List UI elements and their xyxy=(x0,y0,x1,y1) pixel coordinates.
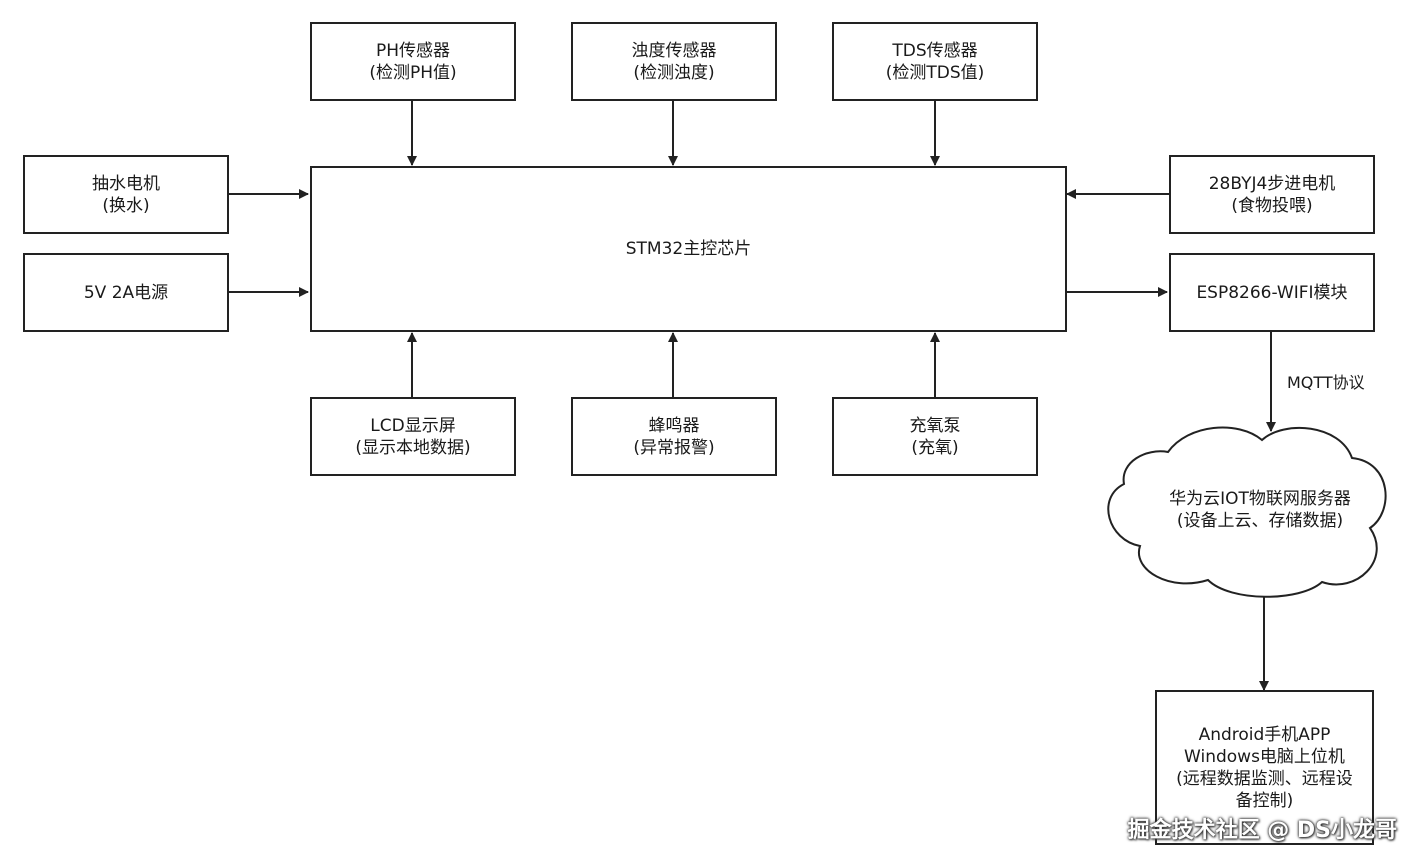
turbidity-sensor-box: 浊度传感器 (检测浊度) xyxy=(571,22,777,101)
water-pump-desc: (换水) xyxy=(102,195,150,216)
cloud-server-desc: (设备上云、存储数据) xyxy=(1176,511,1344,531)
mqtt-protocol-label: MQTT协议 xyxy=(1287,373,1365,392)
lcd-display-desc: (显示本地数据) xyxy=(355,437,471,458)
ph-sensor-box: PH传感器 (检测PH值) xyxy=(310,22,516,101)
stepper-motor-desc: (食物投喂) xyxy=(1231,195,1313,216)
oxygen-pump-box: 充氧泵 (充氧) xyxy=(832,397,1038,476)
cloud-shape xyxy=(1107,426,1387,598)
oxygen-pump-desc: (充氧) xyxy=(911,437,959,458)
lcd-display-box: LCD显示屏 (显示本地数据) xyxy=(310,397,516,476)
turbidity-sensor-desc: (检测浊度) xyxy=(633,62,715,83)
ph-sensor-desc: (检测PH值) xyxy=(369,62,457,83)
cloud-server-text: 华为云IOT物联网服务器 (设备上云、存储数据) xyxy=(1120,470,1400,550)
stepper-motor-title: 28BYJ4步进电机 xyxy=(1208,173,1336,194)
client-app-box: Android手机APP Windows电脑上位机 (远程数据监测、远程设 备控… xyxy=(1155,690,1374,845)
tds-sensor-desc: (检测TDS值) xyxy=(885,62,985,83)
water-pump-box: 抽水电机 (换水) xyxy=(23,155,229,234)
client-app-desc-1: (远程数据监测、远程设 xyxy=(1176,768,1353,789)
tds-sensor-box: TDS传感器 (检测TDS值) xyxy=(832,22,1038,101)
wifi-module-title: ESP8266-WIFI模块 xyxy=(1196,282,1348,303)
stepper-motor-box: 28BYJ4步进电机 (食物投喂) xyxy=(1169,155,1375,234)
power-supply-title: 5V 2A电源 xyxy=(83,282,169,303)
buzzer-desc: (异常报警) xyxy=(633,437,715,458)
wifi-module-box: ESP8266-WIFI模块 xyxy=(1169,253,1375,332)
client-app-desc-2: 备控制) xyxy=(1235,790,1294,811)
cloud-server-title: 华为云IOT物联网服务器 xyxy=(1169,489,1351,509)
turbidity-sensor-title: 浊度传感器 xyxy=(631,40,717,61)
oxygen-pump-title: 充氧泵 xyxy=(909,415,961,436)
tds-sensor-title: TDS传感器 xyxy=(892,40,978,61)
buzzer-title: 蜂鸣器 xyxy=(648,415,700,436)
mcu-box: STM32主控芯片 xyxy=(310,166,1067,332)
watermark: 掘金技术社区 @ DS小龙哥 xyxy=(1127,818,1397,843)
power-supply-box: 5V 2A电源 xyxy=(23,253,229,332)
lcd-display-title: LCD显示屏 xyxy=(370,415,456,436)
water-pump-title: 抽水电机 xyxy=(92,173,160,194)
android-app-label: Android手机APP xyxy=(1198,724,1331,745)
mcu-title: STM32主控芯片 xyxy=(625,239,752,259)
windows-client-label: Windows电脑上位机 xyxy=(1184,746,1345,767)
ph-sensor-title: PH传感器 xyxy=(375,40,451,61)
buzzer-box: 蜂鸣器 (异常报警) xyxy=(571,397,777,476)
